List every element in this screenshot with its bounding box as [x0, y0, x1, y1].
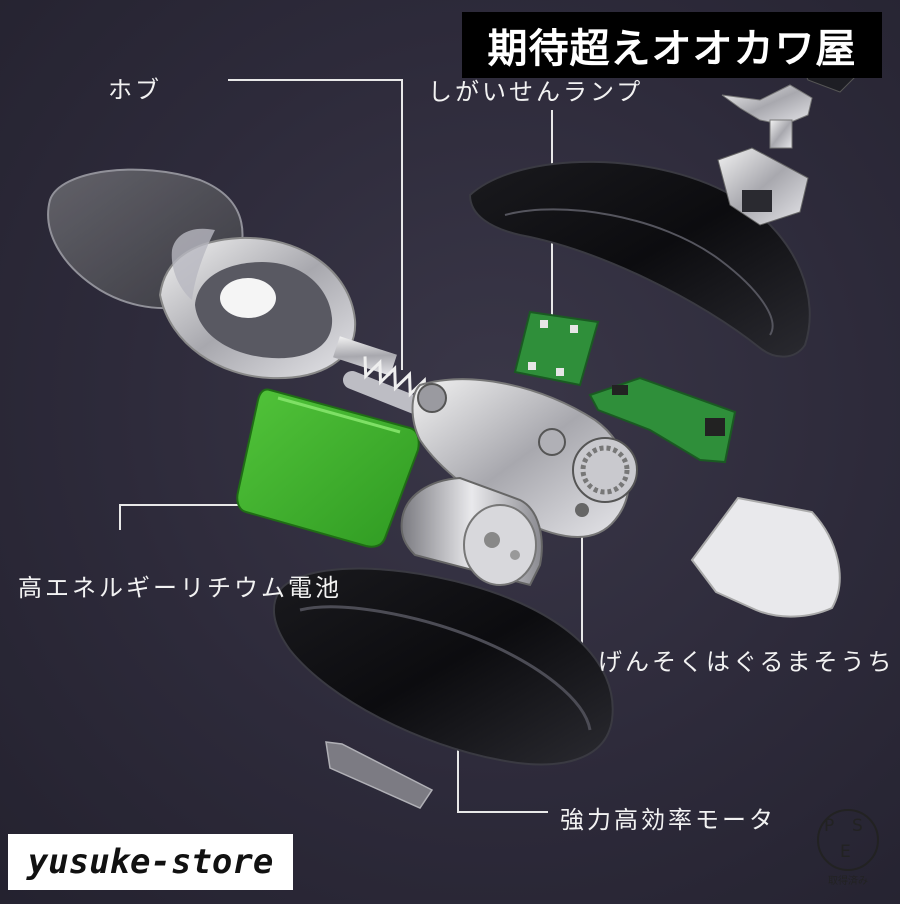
- label-motor: 強力高効率モータ: [560, 806, 776, 834]
- label-uv-lamp: しがいせんランプ: [428, 78, 644, 106]
- pse-letter-p: P: [824, 816, 835, 836]
- pse-mark: P S E: [812, 800, 884, 892]
- label-hub: ホブ: [108, 76, 162, 104]
- pcb-boards: [513, 310, 737, 464]
- bottom-shell: [273, 567, 614, 766]
- pse-letter-e: E: [840, 842, 851, 862]
- blade-cap: [47, 168, 357, 380]
- pse-circle-icon: [817, 809, 879, 871]
- white-cover: [690, 496, 841, 618]
- motor: [400, 476, 543, 587]
- clear-strip-part: [325, 741, 434, 809]
- label-lithium-battery: 高エネルギーリチウム電池: [18, 574, 342, 602]
- lithium-battery: [236, 388, 420, 548]
- store-watermark: yusuke-store: [8, 834, 293, 890]
- pse-note: 取得済み: [828, 876, 868, 887]
- pse-letter-s: S: [852, 816, 863, 836]
- shop-banner: 期待超えオオカワ屋: [462, 12, 882, 78]
- label-reduction-gear: げんそくはぐるまそうち: [598, 648, 895, 676]
- top-shell: [468, 160, 811, 358]
- gearbox: [411, 378, 638, 538]
